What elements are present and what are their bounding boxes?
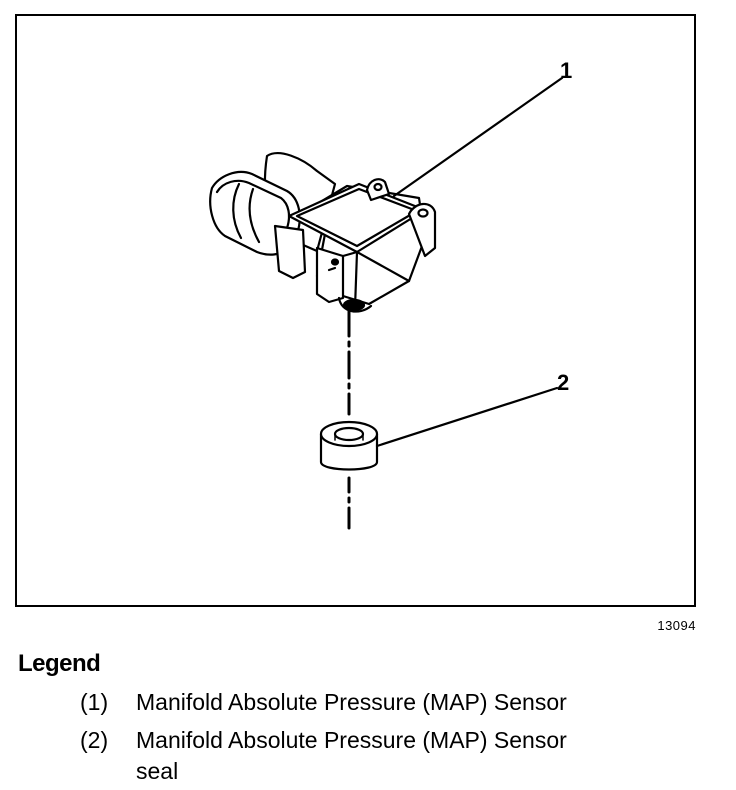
map-sensor-illustration: 1 2	[209, 58, 572, 530]
legend-item-number: (1)	[80, 689, 109, 715]
legend-item: (1) Manifold Absolute Pressure (MAP) Sens…	[80, 687, 676, 718]
map-sensor-drawing	[209, 152, 437, 313]
legend-item: (2) Manifold Absolute Pressure (MAP) Sens…	[80, 725, 596, 787]
figure-number: 13094	[657, 618, 696, 633]
callout-label-2: 2	[557, 370, 569, 395]
sensor-seal-drawing	[319, 420, 379, 471]
illustration-frame: 1 2	[15, 14, 696, 607]
callout-leader-2	[375, 386, 559, 448]
callout-leader-1	[392, 76, 564, 198]
callout-label-1: 1	[560, 58, 572, 83]
legend-item-number: (2)	[80, 727, 109, 753]
legend-item-text: Manifold Absolute Pressure (MAP) Sensor	[136, 689, 567, 715]
legend-title: Legend	[18, 650, 101, 677]
legend-item-text: Manifold Absolute Pressure (MAP) Sensor …	[136, 727, 567, 784]
